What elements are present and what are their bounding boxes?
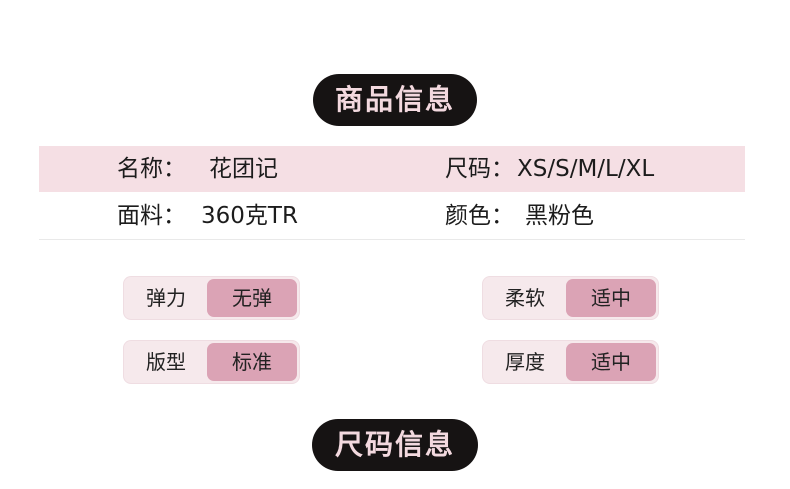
attribute-label: 厚度: [505, 350, 545, 374]
attribute-value: 无弹: [207, 279, 297, 317]
value-color: 黑粉色: [525, 203, 594, 229]
info-row-fabric-color: 面料： 360克TR 颜色： 黑粉色: [39, 193, 745, 240]
label-name: 名称：: [117, 156, 186, 182]
section-title-goods-info: 商品信息: [313, 74, 477, 126]
attribute-label: 版型: [146, 350, 186, 374]
attribute-tag-elasticity: 弹力 无弹: [124, 277, 299, 319]
label-size: 尺码：: [445, 156, 514, 182]
attribute-label: 柔软: [505, 286, 545, 310]
value-name: 花团记: [209, 156, 278, 182]
section-title-size-info: 尺码信息: [312, 419, 478, 471]
label-color: 颜色：: [445, 203, 514, 229]
info-row-name-size: 名称： 花团记 尺码： XS/S/M/L/XL: [39, 146, 745, 192]
attribute-tag-thickness: 厚度 适中: [483, 341, 658, 383]
value-fabric: 360克TR: [201, 203, 298, 229]
label-fabric: 面料：: [117, 203, 186, 229]
attribute-tag-fit: 版型 标准: [124, 341, 299, 383]
attribute-value: 适中: [566, 279, 656, 317]
attribute-value: 适中: [566, 343, 656, 381]
value-size: XS/S/M/L/XL: [517, 156, 655, 182]
attribute-tag-softness: 柔软 适中: [483, 277, 658, 319]
attribute-value: 标准: [207, 343, 297, 381]
attribute-label: 弹力: [146, 286, 186, 310]
